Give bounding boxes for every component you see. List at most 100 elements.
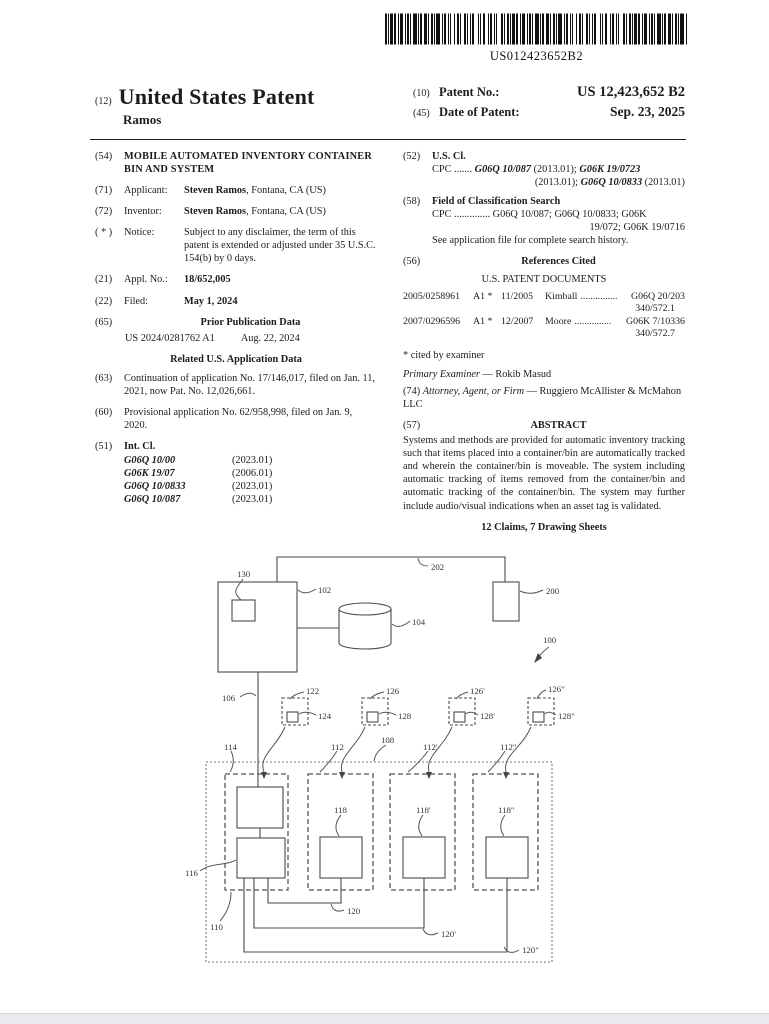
publication-date: Aug. 22, 2024 — [240, 332, 300, 344]
field-71-num: (71) — [95, 185, 113, 197]
ref-label-112pp: 112" — [500, 742, 517, 752]
ref-name: Moore — [545, 315, 572, 327]
leader-120pp — [503, 946, 520, 953]
header-divider — [90, 139, 686, 140]
arrow-tag3 — [427, 726, 453, 773]
bus-120pp — [243, 878, 508, 953]
cpc-label: CPC — [432, 164, 452, 176]
arrowhead-tag1 — [261, 772, 267, 779]
leader-120 — [330, 903, 345, 912]
leader-126 — [369, 691, 385, 700]
field-21-appl-no: (21) Appl. No.: 18/652,005 — [95, 273, 377, 286]
continuation-text: Continuation of application No. 17/146,0… — [124, 372, 376, 397]
leader-116 — [199, 859, 237, 872]
field-52-us-cl: (52) U.S. Cl. — [403, 150, 685, 163]
unit-box-118p — [402, 836, 446, 879]
bus-120 — [267, 878, 342, 904]
ref-class: G06K 7/10336 — [626, 315, 685, 327]
field-63-num: (63) — [95, 372, 113, 384]
int-cl-code: G06Q 10/087 — [124, 494, 181, 506]
attorney-label: Attorney, Agent, or Firm — [422, 386, 525, 397]
patent-header: (12) United States Patent Ramos (10) Pat… — [95, 84, 685, 128]
ref-label-128pp: 128" — [558, 711, 575, 721]
bus-120p — [253, 878, 425, 929]
ref-dots: ............... — [580, 290, 618, 302]
us-cl-cpc-block: CPC ....... G06Q 10/087 (2013.01); G06K … — [432, 163, 685, 189]
applicant-name: Steven Ramos — [184, 185, 247, 197]
remote-device-box — [492, 581, 520, 622]
ref-label-126p: 126' — [470, 686, 485, 696]
ref-label-106: 106 — [222, 693, 236, 703]
field-58-num: (58) — [403, 196, 421, 208]
field-57-abstract: (57) ABSTRACT — [403, 419, 685, 432]
ref-label-126pp: 126" — [548, 684, 565, 694]
field-71-applicant: (71) Applicant: Steven Ramos, Fontana, C… — [95, 184, 377, 197]
ref-date: 12/2007 — [501, 315, 534, 327]
search-classes-line1: G06Q 10/087; G06Q 10/0833; G06K — [492, 209, 647, 221]
ref-label-118: 118 — [334, 805, 347, 815]
left-column: (54) MOBILE AUTOMATED INVENTORY CONTAINE… — [95, 150, 377, 534]
ref-class: G06Q 20/203 — [630, 290, 685, 302]
ref-class-line2: 340/572.1 — [635, 303, 675, 315]
inventor-address: , Fontana, CA (US) — [246, 206, 326, 218]
ref-label-116: 116 — [185, 868, 198, 878]
provisional-text: Provisional application No. 62/958,998, … — [124, 406, 353, 431]
prior-publication-heading: Prior Publication Data — [200, 316, 301, 328]
primary-examiner-line: Primary Examiner — Rokib Masud — [403, 368, 685, 381]
field-22-filed: (22) Filed: May 1, 2024 — [95, 295, 377, 308]
right-column: (52) U.S. Cl. CPC ....... G06Q 10/087 (2… — [403, 150, 685, 534]
dash: — — [524, 386, 540, 397]
leader-114 — [229, 750, 234, 773]
cited-by-examiner-note: * cited by examiner — [403, 349, 485, 361]
field-54-num: (54) — [95, 151, 113, 162]
int-cl-row: G06Q 10/00 (2023.01) — [124, 454, 377, 467]
cpc-code: G06Q 10/0833 — [580, 177, 643, 189]
unit-box-118 — [319, 836, 363, 879]
barcode-text: US012423652B2 — [489, 49, 584, 63]
ref-class-line2: 340/572.7 — [635, 328, 675, 340]
ref-label-100: 100 — [543, 635, 557, 645]
field-65-num: (65) — [95, 316, 113, 328]
abstract-heading: ABSTRACT — [530, 420, 587, 432]
arrowhead-tag2 — [339, 772, 345, 779]
tag-box-126p — [448, 697, 476, 726]
field-72-num: (72) — [95, 206, 113, 218]
ref-label-128p: 128' — [480, 711, 495, 721]
related-data-heading: Related U.S. Application Data — [170, 353, 302, 365]
leader-128 — [378, 711, 397, 716]
ref-label-126: 126 — [386, 686, 400, 696]
field-72-inventor: (72) Inventor: Steven Ramos, Fontana, CA… — [95, 205, 377, 218]
leader-126p — [455, 691, 469, 700]
tag-chip-128 — [366, 711, 379, 723]
search-heading: Field of Classification Search — [432, 196, 561, 208]
container-box-112p — [389, 773, 456, 891]
cpc-dots: ....... — [454, 164, 473, 176]
int-cl-heading: Int. Cl. — [124, 441, 156, 452]
tag-box-126pp — [527, 697, 555, 726]
notice-text: Subject to any disclaimer, the term of t… — [184, 227, 376, 265]
attorney-line: (74) Attorney, Agent, or Firm — Ruggiero… — [403, 385, 685, 411]
leader-118 — [335, 814, 342, 837]
tag-chip-128pp — [532, 711, 545, 723]
int-cl-code: G06Q 10/00 — [124, 455, 176, 467]
reference-row: 2007/0296596 A1 * 12/2007 Moore ........… — [403, 316, 685, 329]
filed-label: Filed: — [124, 295, 149, 307]
ref-label-118pp: 118" — [498, 805, 515, 815]
ref-label-104: 104 — [412, 617, 426, 627]
ref-number: 2005/0258961 — [403, 290, 461, 302]
barcode-image — [385, 13, 688, 45]
leader-112pp — [487, 750, 506, 773]
ref-label-120pp: 120" — [522, 945, 539, 955]
us-cl-heading: U.S. Cl. — [432, 151, 466, 162]
ref-label-118p: 118' — [416, 805, 431, 815]
field-65-heading: (65) Prior Publication Data — [95, 316, 377, 329]
field-56-num: (56) — [403, 256, 421, 268]
barcode: US012423652B2 — [385, 13, 688, 64]
field-58-search: (58) Field of Classification Search — [403, 195, 685, 208]
cpc-year: (2013.01); — [534, 177, 581, 189]
patent-no-label: Patent No.: — [439, 85, 500, 99]
viewer-bottom-bar — [0, 1013, 769, 1024]
int-cl-year: (2006.01) — [232, 468, 273, 480]
int-cl-row: G06Q 10/087 (2023.01) — [124, 493, 377, 506]
ref-label-114: 114 — [224, 742, 237, 752]
